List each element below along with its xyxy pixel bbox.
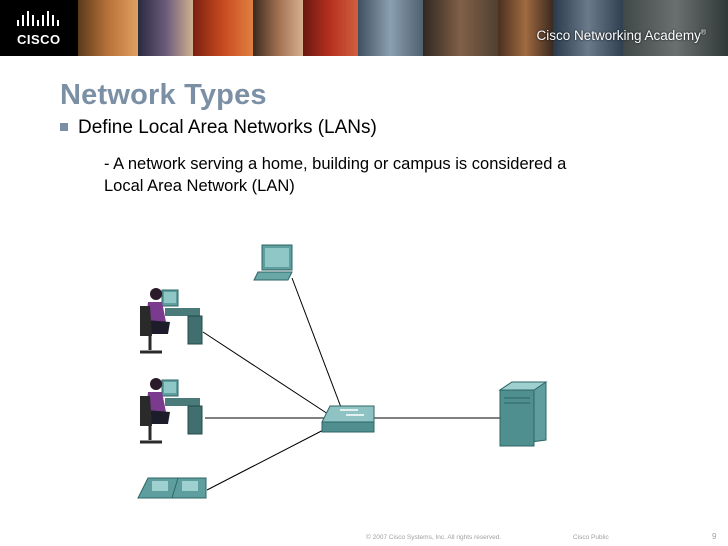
connection-line bbox=[206, 423, 336, 491]
banner-photo bbox=[193, 0, 253, 56]
academy-title: Cisco Networking Academy® bbox=[537, 28, 707, 43]
banner-photo bbox=[138, 0, 193, 56]
slide-title: Network Types bbox=[60, 79, 267, 111]
banner-photo bbox=[358, 0, 423, 56]
user-at-desk-icon bbox=[140, 288, 203, 354]
header-banner: CISCO Cisco Networking Academy® bbox=[0, 0, 728, 56]
connection-line bbox=[202, 331, 329, 415]
banner-photo bbox=[303, 0, 358, 56]
footer-copyright: © 2007 Cisco Systems, Inc. All rights re… bbox=[366, 534, 502, 541]
banner-photo bbox=[623, 0, 728, 56]
sub-bullet-line: - A network serving a home, building or … bbox=[104, 155, 567, 173]
footer-classification: Cisco Public bbox=[573, 534, 609, 541]
banner-photo bbox=[253, 0, 303, 56]
switch-icon bbox=[321, 405, 375, 433]
academy-trademark: ® bbox=[700, 29, 706, 37]
cisco-logo: CISCO bbox=[0, 0, 78, 56]
academy-text: Cisco Networking Academy bbox=[536, 28, 701, 43]
connection-line bbox=[291, 277, 343, 411]
sub-bullet: - A network serving a home, building or … bbox=[104, 153, 704, 197]
banner-photo bbox=[423, 0, 498, 56]
connection-lines bbox=[202, 277, 500, 491]
user-at-desk-icon bbox=[140, 378, 203, 444]
ip-phone-icon bbox=[137, 477, 207, 499]
bullet-square-icon bbox=[60, 123, 68, 131]
banner-photo bbox=[498, 0, 553, 56]
banner-photo-strip bbox=[78, 0, 728, 56]
banner-photo bbox=[553, 0, 623, 56]
bullet-text: Define Local Area Networks (LANs) bbox=[78, 117, 377, 138]
workstation-icon bbox=[253, 244, 293, 281]
server-icon bbox=[498, 381, 548, 447]
page-number: 9 bbox=[712, 532, 717, 541]
cisco-bars-icon bbox=[17, 11, 59, 26]
sub-bullet-line: Local Area Network (LAN) bbox=[104, 177, 295, 195]
logo-wordmark: CISCO bbox=[17, 32, 61, 47]
banner-photo bbox=[78, 0, 138, 56]
